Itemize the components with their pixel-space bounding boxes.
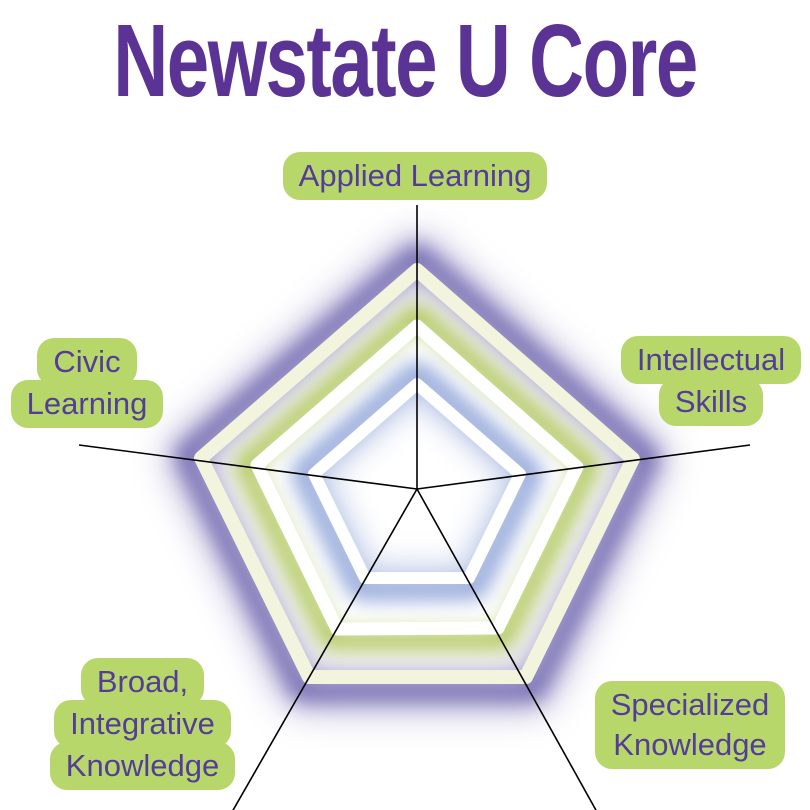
axis-label-line: Skills [658, 378, 764, 426]
axis-label-line: Knowledge [613, 727, 767, 762]
axis-line-bottom-right [416, 488, 597, 810]
axis-label-line: Specialized [610, 687, 770, 722]
middle-ring-stroke [250, 319, 584, 636]
axis-label-line: Broad, [80, 658, 205, 706]
outer-ring-stroke [194, 263, 640, 684]
axis-label-line: Civic [37, 338, 137, 386]
page-title: Newstate U Core [113, 3, 698, 118]
axis-label-line: Integrative [54, 700, 231, 748]
ring-strokes [194, 263, 640, 684]
axis-label-multiline-pill: Specialized Knowledge [594, 681, 786, 769]
outer-ring-glow [176, 245, 658, 700]
middle-ring-glow [235, 304, 599, 649]
inner-ring-glow [292, 362, 542, 599]
axis-lines [78, 205, 751, 810]
axis-line-right [416, 444, 751, 490]
axis-line-bottom-left [232, 488, 418, 810]
axis-label-line: Knowledge [49, 742, 236, 790]
axis-label-civic-learning: Civic Learning [10, 338, 164, 428]
axis-label-specialized-knowledge: Specialized Knowledge [594, 681, 786, 769]
axis-label-applied-learning: Applied Learning [277, 152, 553, 200]
axis-label-line: Intellectual [620, 336, 802, 384]
axis-label-intellectual-skills: Intellectual Skills [613, 336, 809, 426]
axis-line-left [78, 444, 418, 490]
axis-label-broad-integrative-knowledge: Broad, Integrative Knowledge [49, 658, 236, 790]
inner-ring-stroke [308, 378, 526, 584]
axis-label-line: Learning [10, 380, 164, 428]
axis-label-line: Applied Learning [282, 152, 548, 200]
